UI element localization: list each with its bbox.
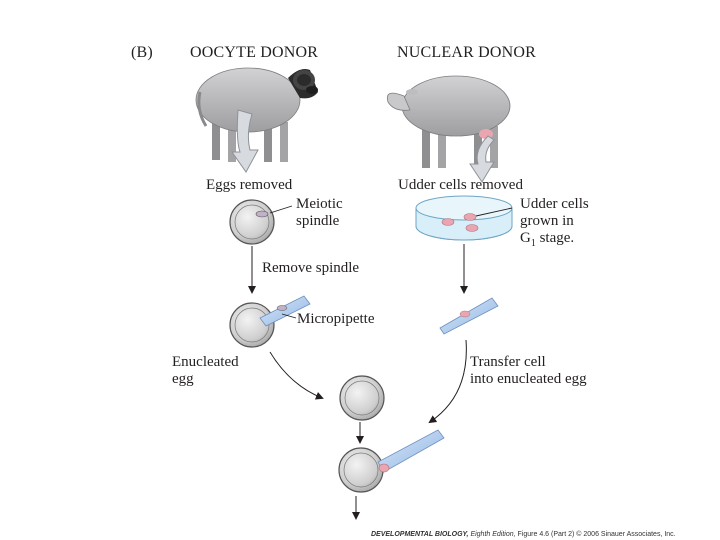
g1-rest: stage. (535, 230, 575, 246)
oocyte-donor-heading: OOCYTE DONOR (190, 44, 319, 61)
cell-transfer-pipette (439, 297, 499, 335)
udder-cells-removed-label: Udder cells removed (398, 177, 523, 193)
udder-extraction-arrow (469, 135, 495, 183)
nuclear-donor-sheep (386, 75, 511, 168)
credit-edition: Eighth Edition, (468, 531, 516, 538)
eggs-removed-label: Eggs removed (206, 177, 293, 193)
egg-receiving-cell (338, 429, 445, 493)
credit-book: DEVELOPMENTAL BIOLOGY, (371, 531, 469, 538)
oocyte-donor-sheep (195, 67, 318, 162)
enucleated-egg (339, 375, 385, 421)
meiotic-spindle-label-line1: Meiotic (296, 196, 343, 212)
transfer-cell-line1: Transfer cell (470, 354, 546, 370)
enucleated-egg-line2: egg (172, 371, 194, 387)
panel-label: (B) (131, 44, 153, 61)
egg-enucleation (229, 295, 311, 348)
oocyte-extraction-arrow (231, 109, 259, 173)
micropipette-label: Micropipette (297, 311, 375, 327)
enucleated-egg-line1: Enucleated (172, 354, 239, 370)
nuclear-donor-heading: NUCLEAR DONOR (397, 44, 537, 61)
credit-figure: Figure 4.6 (Part 2) (515, 531, 575, 538)
egg-with-spindle (229, 199, 293, 245)
udder-cells-grown-line2: grown in (520, 213, 574, 229)
g1-stage-label: G1 stage. (520, 230, 574, 252)
petri-dish (415, 195, 513, 241)
udder-cells-grown-line1: Udder cells (520, 196, 589, 212)
remove-spindle-label: Remove spindle (262, 260, 360, 276)
g1-subscript: 1 (530, 238, 536, 249)
g1-letter: G (520, 230, 531, 246)
credit-copyright: © 2006 Sinauer Associates, Inc. (574, 531, 676, 538)
figure-credit: DEVELOPMENTAL BIOLOGY, Eighth Edition, F… (371, 531, 676, 538)
transfer-cell-line2: into enucleated egg (470, 371, 587, 387)
meiotic-spindle-label-line2: spindle (296, 213, 340, 229)
